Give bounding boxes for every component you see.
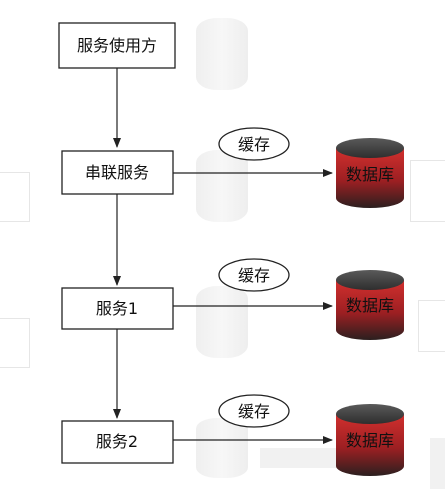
- database-1: 数据库: [336, 138, 404, 208]
- database-icon: [336, 280, 404, 340]
- database-2-label: 数据库: [346, 296, 394, 315]
- database-icon: [336, 148, 404, 208]
- database-icon: [336, 414, 404, 476]
- cache-2: 缓存: [218, 258, 290, 292]
- node-chain-service-label: 串联服务: [85, 163, 149, 182]
- cache-2-label: 缓存: [238, 266, 270, 285]
- node-service1-label: 服务1: [96, 299, 138, 318]
- cache-1: 缓存: [218, 127, 290, 161]
- node-service2: 服务2: [61, 420, 174, 464]
- database-1-label: 数据库: [346, 165, 394, 184]
- node-service1: 服务1: [61, 287, 174, 330]
- cache-1-label: 缓存: [238, 135, 270, 154]
- node-chain-service: 串联服务: [61, 150, 174, 195]
- node-consumer-label: 服务使用方: [77, 36, 157, 55]
- database-2: 数据库: [336, 270, 404, 340]
- node-service2-label: 服务2: [96, 432, 138, 451]
- cache-3: 缓存: [218, 394, 290, 428]
- node-consumer: 服务使用方: [58, 22, 176, 69]
- database-3-label: 数据库: [346, 431, 394, 450]
- database-3: 数据库: [336, 404, 404, 476]
- cache-3-label: 缓存: [238, 402, 270, 421]
